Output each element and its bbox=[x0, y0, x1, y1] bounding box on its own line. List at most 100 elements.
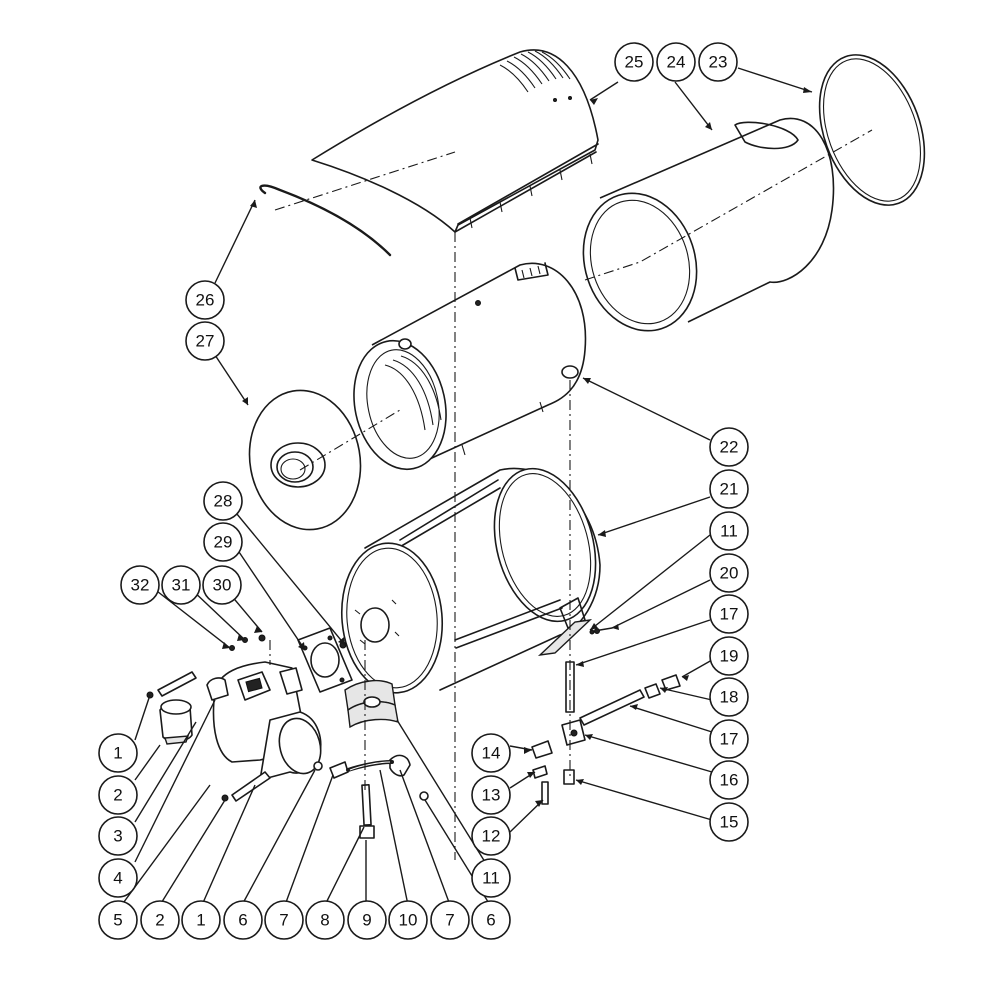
callout-1-lower: 1 bbox=[181, 900, 221, 940]
part-8-tube bbox=[361, 784, 372, 826]
callout-27: 27 bbox=[185, 321, 225, 361]
callout-label: 6 bbox=[486, 911, 495, 930]
callout-21: 21 bbox=[709, 469, 749, 509]
part-16-tee bbox=[561, 719, 586, 746]
callout-11-upper: 11 bbox=[709, 511, 749, 551]
callout-label: 21 bbox=[720, 480, 739, 499]
callout-19: 19 bbox=[709, 636, 749, 676]
callout-18: 18 bbox=[709, 677, 749, 717]
callout-29: 29 bbox=[203, 522, 243, 562]
callout-7-right: 7 bbox=[430, 900, 470, 940]
callout-label: 20 bbox=[720, 564, 739, 583]
part-19-fitting bbox=[661, 674, 681, 691]
part-13-connector bbox=[532, 765, 548, 779]
callout-4: 4 bbox=[98, 858, 138, 898]
callout-3: 3 bbox=[98, 816, 138, 856]
part-30-32-fasteners bbox=[229, 634, 266, 651]
callout-label: 19 bbox=[720, 647, 739, 666]
callouts: 25 24 23 26 27 22 21 11 20 17 19 18 17 1… bbox=[98, 42, 749, 940]
callout-label: 22 bbox=[720, 438, 739, 457]
part-14-valve bbox=[531, 740, 553, 759]
callout-label: 6 bbox=[238, 911, 247, 930]
callout-1-upper: 1 bbox=[98, 733, 138, 773]
callout-12: 12 bbox=[471, 816, 511, 856]
callout-23: 23 bbox=[698, 42, 738, 82]
assembly-centerlines bbox=[269, 129, 873, 860]
callout-label: 2 bbox=[113, 786, 122, 805]
callout-label: 13 bbox=[482, 786, 501, 805]
callout-label: 30 bbox=[213, 576, 232, 595]
callout-label: 11 bbox=[720, 522, 738, 541]
part-26-wire bbox=[259, 184, 392, 257]
callout-label: 31 bbox=[172, 576, 191, 595]
callout-label: 2 bbox=[155, 911, 164, 930]
part-29-adapter-plate bbox=[297, 627, 353, 693]
callout-label: 9 bbox=[362, 911, 371, 930]
callout-32: 32 bbox=[120, 565, 160, 605]
part-22-inner-chamber bbox=[353, 262, 587, 471]
callout-10: 10 bbox=[388, 900, 428, 940]
callout-label: 7 bbox=[445, 911, 454, 930]
callout-8: 8 bbox=[305, 900, 345, 940]
callout-5: 5 bbox=[98, 900, 138, 940]
part-24-outer-cylinder bbox=[582, 117, 835, 332]
callout-label: 25 bbox=[625, 53, 644, 72]
callout-17-upper: 17 bbox=[709, 594, 749, 634]
part-25-top-cover bbox=[311, 49, 599, 233]
callout-label: 7 bbox=[279, 911, 288, 930]
part-27-front-plate bbox=[248, 389, 362, 531]
callout-label: 17 bbox=[720, 730, 739, 749]
callout-label: 1 bbox=[113, 744, 122, 763]
callout-label: 14 bbox=[482, 744, 501, 763]
callout-6-right: 6 bbox=[471, 900, 511, 940]
part-11-shield bbox=[344, 679, 399, 729]
callout-label: 27 bbox=[196, 332, 215, 351]
callout-25: 25 bbox=[614, 42, 654, 82]
callout-label: 17 bbox=[720, 605, 739, 624]
leader-arrowheads bbox=[222, 87, 812, 807]
callout-label: 26 bbox=[196, 291, 215, 310]
part-17-horizontal-tube bbox=[579, 689, 645, 726]
callout-label: 4 bbox=[113, 869, 122, 888]
part-10-hose bbox=[346, 760, 394, 772]
callout-label: 24 bbox=[667, 53, 686, 72]
callout-label: 28 bbox=[214, 492, 233, 511]
part-18-fitting bbox=[644, 683, 661, 699]
part-3-pump bbox=[159, 699, 193, 745]
burner-assembly bbox=[206, 661, 322, 781]
callout-label: 1 bbox=[196, 911, 205, 930]
part-1-electrode-bottom bbox=[221, 771, 271, 802]
callout-26: 26 bbox=[185, 280, 225, 320]
callout-label: 23 bbox=[709, 53, 728, 72]
callout-11-lower: 11 bbox=[471, 858, 511, 898]
callout-7-left: 7 bbox=[264, 900, 304, 940]
callout-31: 31 bbox=[161, 565, 201, 605]
callout-label: 16 bbox=[720, 771, 739, 790]
callout-22: 22 bbox=[709, 427, 749, 467]
callout-2-lower: 2 bbox=[140, 900, 180, 940]
callout-label: 15 bbox=[720, 813, 739, 832]
callout-13: 13 bbox=[471, 775, 511, 815]
callout-14: 14 bbox=[471, 733, 511, 773]
callout-label: 18 bbox=[720, 688, 739, 707]
callout-label: 32 bbox=[131, 576, 150, 595]
callout-label: 11 bbox=[482, 869, 500, 888]
callout-6-left: 6 bbox=[223, 900, 263, 940]
callout-24: 24 bbox=[656, 42, 696, 82]
callout-16: 16 bbox=[709, 760, 749, 800]
callout-label: 12 bbox=[482, 827, 501, 846]
callout-2-upper: 2 bbox=[98, 775, 138, 815]
part-11-bracket bbox=[537, 619, 595, 656]
callout-label: 29 bbox=[214, 533, 233, 552]
callout-label: 10 bbox=[399, 911, 418, 930]
callout-20: 20 bbox=[709, 553, 749, 593]
part-20-screw bbox=[594, 627, 613, 634]
part-15-elbow bbox=[563, 769, 575, 785]
part-1-electrode-top bbox=[146, 671, 197, 699]
callout-label: 8 bbox=[320, 911, 329, 930]
callout-label: 3 bbox=[113, 827, 122, 846]
part-6-7-fittings bbox=[313, 754, 429, 801]
callout-9: 9 bbox=[347, 900, 387, 940]
callout-label: 5 bbox=[113, 911, 122, 930]
